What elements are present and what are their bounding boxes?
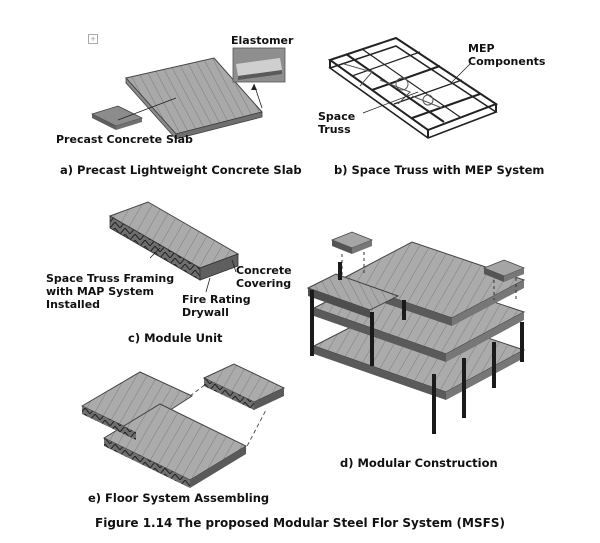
precast-slab-label: Precast Concrete Slab [56,133,193,146]
elastomer-label: Elastomer [231,34,294,47]
module-unit-drawing [108,201,240,293]
space-truss-label-line2: Truss [318,123,351,136]
framing-label-line3: Installed [46,298,101,311]
framing-label-line2: with MAP System [46,285,155,298]
caption-a: a) Precast Lightweight Concrete Slab [60,163,302,177]
caption-c: c) Module Unit [128,331,223,345]
caption-d: d) Modular Construction [340,456,498,470]
caption-e: e) Floor System Assembling [88,491,270,505]
anchor-icon: + [88,34,98,44]
floor-assembling-drawing [80,363,286,488]
mep-label-line1: MEP [468,42,495,55]
framing-label-line1: Space Truss Framing [46,272,175,285]
column-lines [310,262,524,434]
precast-slab-drawing [90,47,286,141]
caption-b: b) Space Truss with MEP System [334,163,545,177]
space-truss-drawing [327,36,499,139]
mep-label-line2: Components [468,55,546,68]
figure-title: Figure 1.14 The proposed Modular Steel F… [95,516,505,530]
fire-rating-label-line2: Drywall [182,306,229,319]
concrete-covering-label-line2: Covering [236,277,292,290]
fire-rating-label-line1: Fire Rating [182,293,251,306]
space-truss-label-line1: Space [318,110,356,123]
concrete-covering-label-line1: Concrete [236,264,292,277]
modular-construction-drawing [306,231,526,434]
